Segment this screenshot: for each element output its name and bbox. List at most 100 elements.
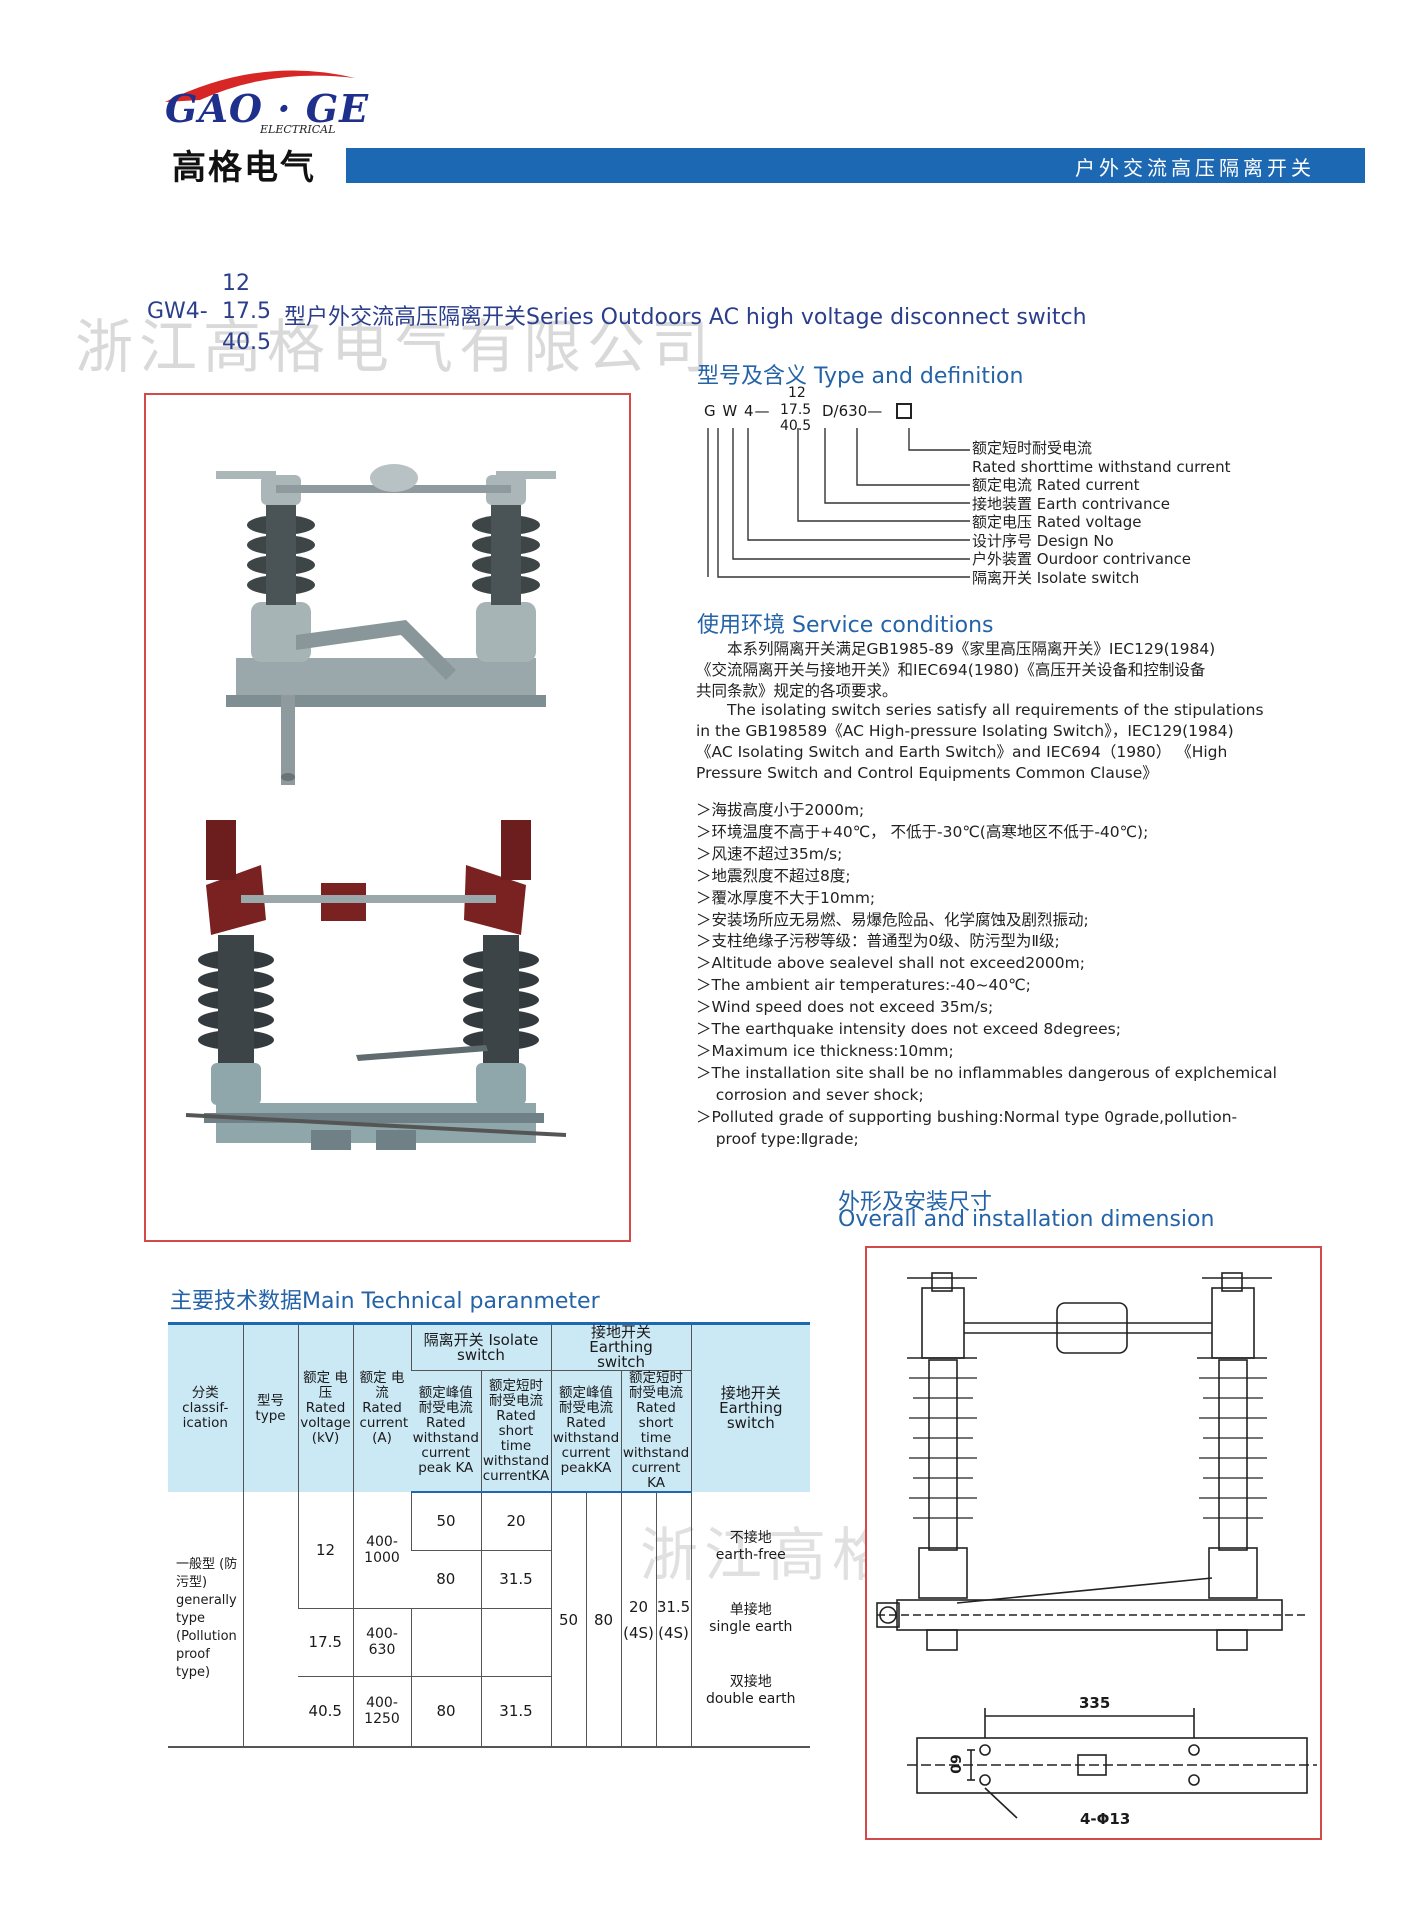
type-code-right: D/630— (822, 402, 883, 420)
dimension-holes: 4-Φ13 (1080, 1810, 1131, 1828)
condition-item: ＞Wind speed does not exceed 35m/s; (696, 998, 994, 1017)
option-single-earth-cn: 单接地 (729, 1602, 772, 1618)
condition-item: ＞支柱绝缘子污秽等级：普通型为0级、防污型为Ⅱ级; (696, 932, 1060, 951)
type-def-line: 额定电压 Rated voltage (972, 513, 1142, 531)
condition-item: ＞地震烈度不超过8度; (696, 866, 851, 885)
type-def-line: 设计序号 Design No (972, 531, 1114, 550)
header-earthing-switch-group: 接地开关 Earthing switch (550, 1323, 692, 1371)
voltage-12: 12 (297, 1492, 353, 1608)
condition-item: ＞风速不超过35m/s; (696, 844, 843, 863)
short-31-5-row3: 31.5 (480, 1675, 551, 1746)
header-type: 型号 type (242, 1323, 298, 1492)
header-rated-voltage: 额定 电压 Rated voltage (kV) (297, 1323, 353, 1492)
logo-latin: GAO · GE (165, 86, 370, 131)
product-photo-frame (144, 393, 631, 1242)
title-voltage-40-5: 40.5 (222, 330, 271, 355)
header-earth-short: 额定短时 耐受电流 Rated short time withstand cur… (620, 1370, 692, 1493)
dimension-drawing-frame: 335 60 4-Φ13 (865, 1246, 1322, 1840)
tech-data-table: 分类 classif- ication 型号 type 额定 电压 Rated … (168, 1322, 811, 1748)
short-empty (480, 1607, 551, 1676)
type-code-left: G W 4— (704, 402, 771, 420)
voltage-17-5: 17.5 (298, 1607, 353, 1676)
short-20: 20 (480, 1492, 551, 1550)
type-definition-heading: 型号及含义 Type and definition (697, 364, 1024, 389)
type-code-box (896, 403, 912, 419)
condition-item: ＞覆冰厚度不大于10mm; (696, 888, 876, 907)
dimension-drawing (876, 1272, 1317, 1819)
service-en-line: Pressure Switch and Control Equipments C… (696, 764, 1158, 782)
earth-short-20: 20 (4S) (620, 1492, 656, 1747)
service-cn-line: 《交流隔离开关与接地开关》和IEC694(1980)《高压开关设备和控制设备 (696, 661, 1206, 679)
condition-item: ＞The installation site shall be no infla… (696, 1063, 1277, 1082)
voltage-40-5: 40.5 (298, 1675, 353, 1746)
service-paragraph-cn: 本系列隔离开关满足GB1985-89《家里高压隔离开关》IEC129(1984)… (696, 639, 1296, 702)
type-def-line: 接地装置 Earth contrivance (972, 494, 1170, 513)
type-def-line: 隔离开关 Isolate switch (972, 568, 1140, 587)
peak-50: 50 (410, 1492, 481, 1550)
service-en-line: 《AC Isolating Switch and Earth Switch》an… (696, 743, 1228, 761)
condition-item: corrosion and sever shock; (696, 1085, 924, 1104)
peak-empty (410, 1607, 481, 1676)
condition-item: ＞Polluted grade of supporting bushing:No… (696, 1107, 1238, 1126)
type-code-v3: 40.5 (780, 418, 812, 434)
service-en-line: The isolating switch series satisfy all … (727, 701, 1264, 719)
header-bar-title: 户外交流高压隔离开关 (1075, 156, 1315, 180)
option-double-earth-cn: 双接地 (729, 1674, 772, 1690)
short-31-5: 31.5 (480, 1549, 551, 1608)
dimension-335: 335 (1079, 1694, 1111, 1712)
service-en-line: in the GB198589《AC High-pressure Isolati… (696, 722, 1234, 740)
header-rated-current: 额定 电流 Rated current (A) (352, 1323, 411, 1492)
type-definition-list: 额定短时耐受电流 Rated shorttime withstand curre… (972, 439, 1231, 587)
option-double-earth-en: double earth (706, 1691, 796, 1707)
title-voltage-12: 12 (222, 271, 250, 296)
dimension-60: 60 (946, 1754, 963, 1774)
title-voltage-17-5: 17.5 (222, 299, 271, 324)
insulator-sheds (909, 1377, 1267, 1519)
header-short-current: 额定短时 耐受电流 Rated short time withstand cur… (480, 1370, 551, 1493)
peak-80: 80 (411, 1549, 481, 1608)
condition-item: ＞Maximum ice thickness:10mm; (696, 1041, 954, 1060)
condition-item: proof type:Ⅱgrade; (696, 1129, 859, 1148)
condition-item: ＞Altitude above sealevel shall not excee… (696, 954, 1085, 973)
watermark-top: 浙江高格电气有限公司 (75, 313, 716, 381)
service-cn-line: 本系列隔离开关满足GB1985-89《家里高压隔离开关》IEC129(1984) (727, 640, 1216, 658)
earth-peak-80: 80 (585, 1492, 621, 1747)
type-def-line: 额定电流 Rated current (972, 476, 1140, 494)
condition-item: ＞安装场所应无易燃、易爆危险品、化学腐蚀及剧烈振动; (696, 910, 1089, 929)
tech-data-heading: 主要技术数据Main Technical paranmeter (170, 1289, 600, 1314)
service-paragraph-en: The isolating switch series satisfy all … (696, 700, 1316, 784)
row-classification: 一般型 (防污型) generally type (Pollution proo… (176, 1557, 238, 1680)
header-earthing-switch: 接地开关 Earthing switch (690, 1323, 811, 1492)
condition-item: ＞The ambient air temperatures:-40~40℃; (696, 976, 1031, 995)
switch-gray-illustration (216, 464, 556, 785)
header-earth-peak: 额定峰值 耐受电流 Rated withstand current peakKA (550, 1370, 621, 1493)
logo-swoosh (165, 70, 355, 102)
peak-80-row3: 80 (410, 1675, 481, 1746)
current-400-1250: 400-1250 (352, 1675, 411, 1746)
condition-item: ＞海拔高度小于2000m; (696, 801, 865, 819)
page-title: 型户外交流高压隔离开关Series Outdoors AC high volta… (284, 305, 1087, 330)
type-definition-leaders (707, 428, 970, 578)
option-single-earth-en: single earth (709, 1619, 793, 1635)
current-400-1000: 400-1000 (352, 1492, 411, 1608)
service-conditions-heading: 使用环境 Service conditions (697, 613, 994, 638)
header-classification: 分类 classif- ication (168, 1323, 243, 1492)
service-cn-line: 共同条款》规定的各项要求。 (696, 682, 898, 700)
option-earth-free-cn: 不接地 (729, 1530, 772, 1546)
type-def-line: Rated shorttime withstand current (972, 457, 1231, 476)
type-code-v1: 12 (788, 385, 806, 401)
header-bar: 户外交流高压隔离开关 (346, 148, 1365, 181)
dimension-heading-en: Overall and installation dimension (838, 1207, 1215, 1232)
type-def-line: 户外装置 Ourdoor contrivance (972, 550, 1191, 568)
title-prefix: GW4- (147, 299, 208, 324)
service-conditions-list: ＞海拔高度小于2000m; ＞环境温度不高于+40℃， 不低于-30℃(高寒地区… (696, 800, 1336, 1151)
condition-item: ＞环境温度不高于+40℃， 不低于-30℃(高寒地区不低于-40℃); (696, 822, 1149, 841)
logo-chinese: 高格电气 (172, 148, 316, 188)
condition-item: ＞The earthquake intensity does not excee… (696, 1020, 1121, 1039)
type-code-v2: 17.5 (780, 402, 812, 418)
logo-subtitle: ELECTRICAL (260, 123, 336, 136)
option-earth-free-en: earth-free (715, 1547, 786, 1563)
earthing-options: 不接地 earth-free 单接地 single earth 双接地 doub… (690, 1492, 811, 1747)
type-def-line: 额定短时耐受电流 (972, 439, 1093, 457)
current-400-630: 400-630 (352, 1607, 411, 1676)
